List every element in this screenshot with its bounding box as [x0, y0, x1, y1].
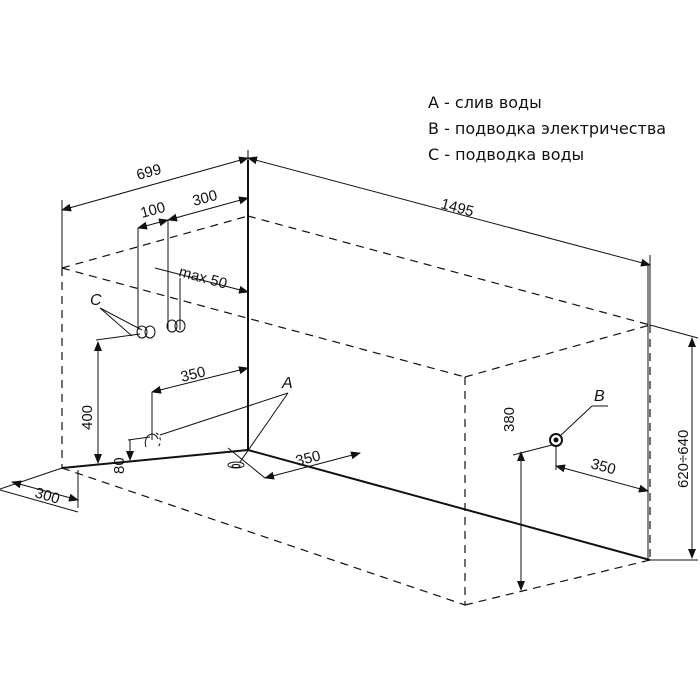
dim-max50-label: max 50	[177, 263, 229, 292]
dimension-elec-350: 350	[555, 446, 649, 493]
dim-350-elec-label: 350	[589, 455, 618, 478]
dim-100-label: 100	[139, 199, 168, 222]
dim-380-label: 380	[501, 407, 518, 432]
dimension-drain-left: 350	[144, 363, 249, 448]
water-supply: C	[90, 292, 186, 339]
dim-300-front-label: 300	[33, 485, 62, 508]
dimension-front-300: 300	[0, 470, 79, 513]
dimension-max50: max 50	[154, 263, 249, 330]
dimension-top-offsets: 100 300	[137, 187, 249, 330]
drain: A	[159, 375, 293, 469]
dim-350-drain-left-label: 350	[179, 363, 207, 386]
legend-drain: A - слив воды	[428, 93, 542, 112]
electric-supply: B	[549, 388, 608, 447]
dimension-total-height: 620÷640	[649, 324, 699, 561]
dim-300-top-label: 300	[191, 187, 220, 210]
legend-electric: B - подводка электричества	[428, 119, 667, 138]
dim-length-label: 1495	[439, 195, 476, 220]
marker-c-label: C	[90, 292, 102, 309]
dimension-elec-380: 380	[501, 407, 553, 591]
dimension-length: 1495	[247, 156, 651, 325]
dim-total-height-label: 620÷640	[675, 430, 692, 488]
dim-80-label: 80	[111, 457, 128, 474]
dimension-width: 699	[61, 150, 249, 268]
bathtub-outline	[61, 215, 651, 606]
marker-b-label: B	[594, 388, 605, 405]
dim-400-label: 400	[79, 405, 96, 430]
dim-width-label: 699	[135, 161, 164, 184]
dimension-drain-front: 350	[227, 447, 361, 480]
dim-350-drain-front-label: 350	[294, 447, 322, 470]
marker-a-label: A	[281, 375, 293, 392]
dimension-left-heights: 400 80	[79, 333, 151, 474]
